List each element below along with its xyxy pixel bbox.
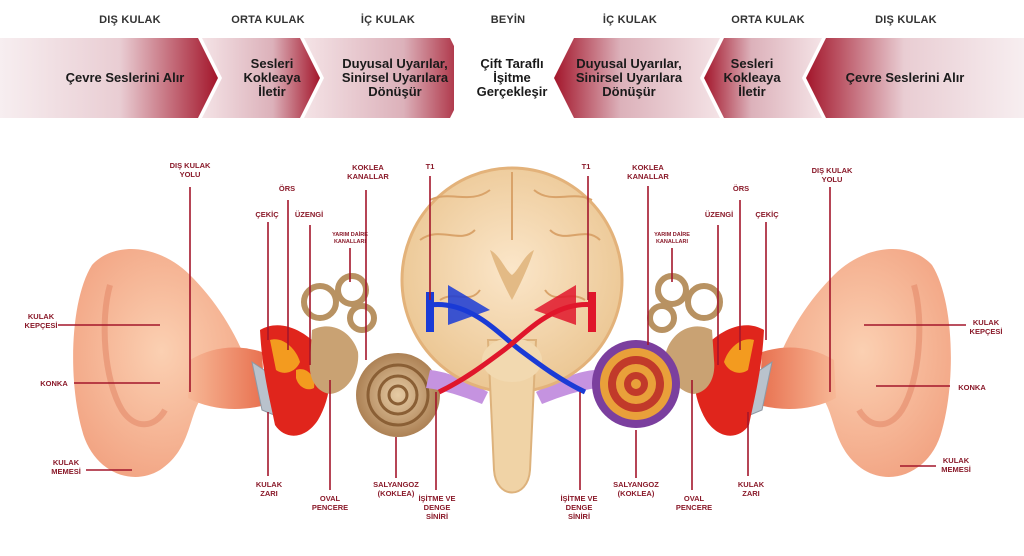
right-auricle bbox=[774, 248, 951, 477]
header-ic-kulak-right: İÇ KULAK bbox=[602, 14, 658, 26]
brain bbox=[400, 166, 624, 494]
label-kulak-kepcesi-right: KULAK KEPÇESİ bbox=[969, 318, 1003, 336]
label-koklea-kanallar-left: KOKLEA KANALLAR bbox=[347, 163, 389, 181]
right-auditory-nerve bbox=[536, 370, 598, 404]
left-semicircular-c bbox=[347, 303, 377, 333]
chevron-right-inner bbox=[554, 38, 720, 118]
header-orta-kulak-right: ORTA KULAK bbox=[731, 14, 805, 26]
t1-left-marker bbox=[426, 292, 434, 332]
label-oval-pencere-right: OVAL PENCERE bbox=[675, 494, 713, 512]
label-dis-kulak-yolu-left: DIŞ KULAK YOLU bbox=[169, 161, 211, 179]
label-oval-pencere-left: OVAL PENCERE bbox=[311, 494, 349, 512]
label-salyangoz-left: SALYANGOZ (KOKLEA) bbox=[373, 480, 419, 498]
label-yarim-daire-right: YARIM DAİRE KANALLARI bbox=[654, 232, 690, 245]
label-t1-right: T1 bbox=[581, 162, 591, 171]
chevron-right-outer bbox=[806, 38, 1024, 118]
label-uzengi-right: ÜZENGİ bbox=[704, 210, 734, 219]
header-beyin: BEYİN bbox=[490, 14, 526, 26]
t1-right-marker bbox=[588, 292, 596, 332]
left-ear-canal bbox=[188, 347, 265, 410]
label-kulak-memesi-right: KULAK MEMESİ bbox=[941, 456, 971, 474]
label-koklea-kanallar-right: KOKLEA KANALLAR bbox=[627, 163, 669, 181]
label-cekic-left: ÇEKİÇ bbox=[255, 210, 279, 219]
brain-ventricle bbox=[490, 250, 534, 300]
label-uzengi-left: ÜZENGİ bbox=[294, 210, 324, 219]
process-band bbox=[0, 38, 1024, 118]
header-orta-kulak-left: ORTA KULAK bbox=[231, 14, 305, 26]
label-konka-right: KONKA bbox=[958, 383, 986, 392]
label-ors-right: ÖRS bbox=[732, 184, 750, 193]
label-yarim-daire-left: YARIM DAİRE KANALLARI bbox=[332, 232, 368, 245]
chevron-right-middle bbox=[704, 38, 822, 118]
label-dis-kulak-yolu-right: DIŞ KULAK YOLU bbox=[811, 166, 853, 184]
header-dis-kulak-left: DIŞ KULAK bbox=[99, 14, 161, 26]
left-vestibule bbox=[309, 326, 359, 394]
label-isitme-siniri-left: İŞİTME VE DENGE SİNİRİ bbox=[418, 494, 456, 521]
step-right-middle: Sesleri Kokleaya İletir bbox=[723, 56, 781, 99]
leader-lines bbox=[58, 176, 966, 490]
step-brain: Çift Taraflı İşitme Gerçekleşir bbox=[476, 56, 548, 99]
label-kulak-zari-right: KULAK ZARI bbox=[737, 480, 765, 498]
header-ic-kulak-left: İÇ KULAK bbox=[360, 14, 416, 26]
label-konka-left: KONKA bbox=[40, 379, 68, 388]
chevron-left-outer bbox=[0, 38, 218, 118]
label-kulak-kepcesi-left: KULAK KEPÇESİ bbox=[24, 312, 58, 330]
label-t1-left: T1 bbox=[425, 162, 435, 171]
label-salyangoz-right: SALYANGOZ (KOKLEA) bbox=[613, 480, 659, 498]
label-kulak-memesi-left: KULAK MEMESİ bbox=[51, 458, 81, 476]
step-left-middle: Sesleri Kokleaya İletir bbox=[243, 56, 301, 99]
label-ors-left: ÖRS bbox=[278, 184, 296, 193]
step-right-inner: Duyusal Uyarılar, Sinirsel Uyarılara Dön… bbox=[575, 56, 683, 99]
step-left-outer: Çevre Seslerini Alır bbox=[65, 70, 185, 85]
center-brain-box bbox=[454, 38, 570, 118]
label-isitme-siniri-right: İŞİTME VE DENGE SİNİRİ bbox=[560, 494, 598, 521]
left-auricle bbox=[73, 248, 250, 477]
left-semicircular-b bbox=[335, 273, 369, 307]
header-dis-kulak-right: DIŞ KULAK bbox=[875, 14, 937, 26]
right-cochlea bbox=[592, 340, 680, 428]
right-ear bbox=[536, 248, 951, 477]
label-kulak-zari-left: KULAK ZARI bbox=[255, 480, 283, 498]
left-auditory-nerve bbox=[426, 370, 488, 404]
chevron-left-middle bbox=[202, 38, 320, 118]
chevron-left-inner bbox=[304, 38, 470, 118]
left-ear bbox=[73, 248, 488, 477]
right-ear-canal bbox=[759, 347, 836, 410]
left-semicircular-a bbox=[301, 283, 339, 321]
step-right-outer: Çevre Seslerini Alır bbox=[845, 70, 965, 85]
label-cekic-right: ÇEKİÇ bbox=[755, 210, 779, 219]
step-left-inner: Duyusal Uyarılar, Sinirsel Uyarılara Dön… bbox=[341, 56, 449, 99]
